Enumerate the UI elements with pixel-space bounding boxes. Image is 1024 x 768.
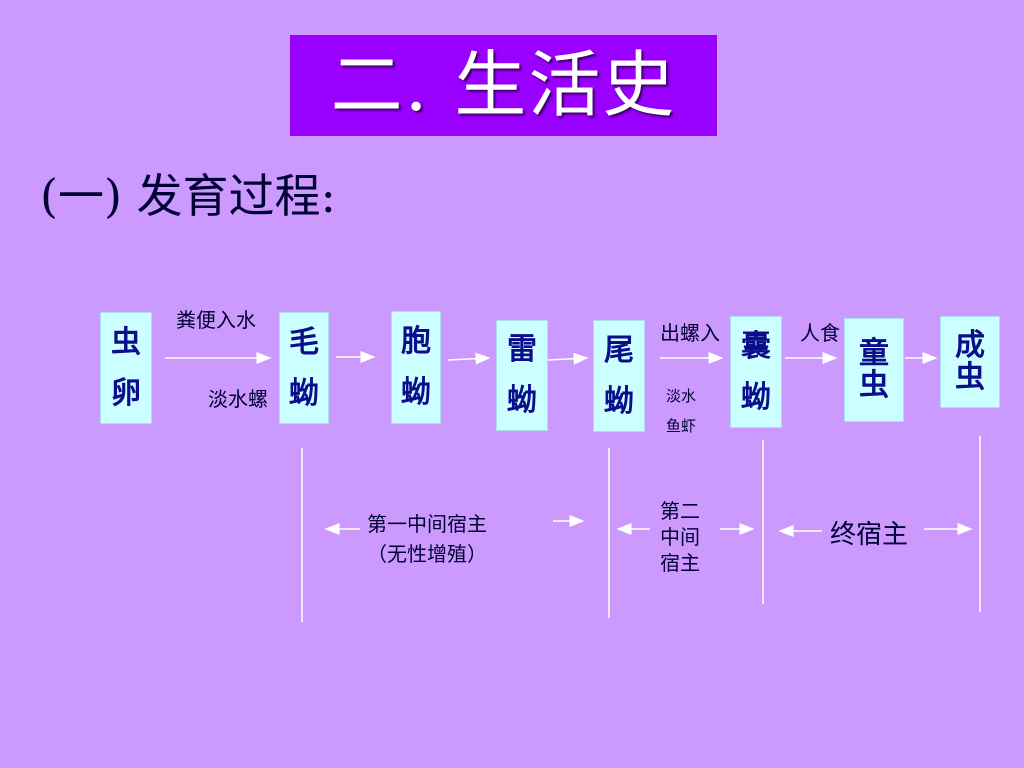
stage-char: 蚴 bbox=[507, 382, 537, 418]
stage-char: 尾 bbox=[604, 332, 634, 368]
stage-char: 蚴 bbox=[401, 375, 431, 411]
section-subtitle: (一) 发育过程: bbox=[40, 169, 337, 223]
first-intermediate-host: 第一中间宿主 （无性增殖） bbox=[367, 509, 487, 569]
label-host-second: 淡水 鱼虾 bbox=[666, 381, 696, 441]
label-feces-to-water: 粪便入水 bbox=[176, 308, 256, 332]
stage-miracidium: 毛 蚴 bbox=[279, 312, 329, 424]
arrow-redia-to-cercaria bbox=[547, 352, 589, 365]
stage-char: 虫 bbox=[955, 360, 985, 395]
stage-adult: 成 虫 bbox=[940, 316, 1000, 408]
label-first-intermediate: 第一中间宿主 bbox=[367, 512, 487, 536]
title-box: 二. 生活史 bbox=[290, 35, 717, 136]
stage-char: 囊 bbox=[741, 328, 771, 364]
stage-metacercaria: 囊 蚴 bbox=[730, 316, 782, 428]
stage-char: 胞 bbox=[401, 323, 431, 359]
stage-char: 蚴 bbox=[741, 379, 771, 415]
stage-char: 蚴 bbox=[604, 383, 634, 419]
label-human-eat: 人食 bbox=[800, 321, 840, 345]
stage-char: 雷 bbox=[507, 332, 537, 368]
label-leave-snail: 出螺入 bbox=[660, 321, 720, 345]
stage-char: 虫 bbox=[859, 368, 889, 403]
stage-char: 虫 bbox=[111, 324, 141, 360]
stage-char: 童 bbox=[859, 336, 889, 371]
label-second-3: 宿主 bbox=[660, 551, 700, 575]
stage-char: 卵 bbox=[111, 375, 141, 411]
label-asexual: （无性增殖） bbox=[367, 542, 487, 566]
label-freshwater-snail: 淡水螺 bbox=[208, 387, 268, 411]
stage-char: 毛 bbox=[289, 324, 319, 360]
label-definitive-host: 终宿主 bbox=[830, 520, 909, 550]
stage-redia: 雷 蚴 bbox=[496, 320, 548, 431]
stage-char: 成 bbox=[955, 328, 985, 363]
label-second-2: 中间 bbox=[660, 525, 700, 549]
stage-juvenile: 童 虫 bbox=[844, 318, 904, 422]
stage-cercaria: 尾 蚴 bbox=[593, 320, 645, 432]
label-fish-shrimp: 鱼虾 bbox=[666, 417, 697, 435]
arrow-sporocyst-to-redia bbox=[447, 352, 491, 365]
label-freshwater: 淡水 bbox=[666, 387, 697, 405]
second-intermediate-host: 第二 中间 宿主 bbox=[660, 498, 700, 576]
stage-char: 蚴 bbox=[289, 375, 319, 411]
page-title: 二. 生活史 bbox=[330, 43, 677, 127]
label-second-1: 第二 bbox=[660, 499, 700, 523]
stage-egg: 虫 卵 bbox=[100, 312, 152, 424]
stage-sporocyst: 胞 蚴 bbox=[391, 311, 441, 424]
